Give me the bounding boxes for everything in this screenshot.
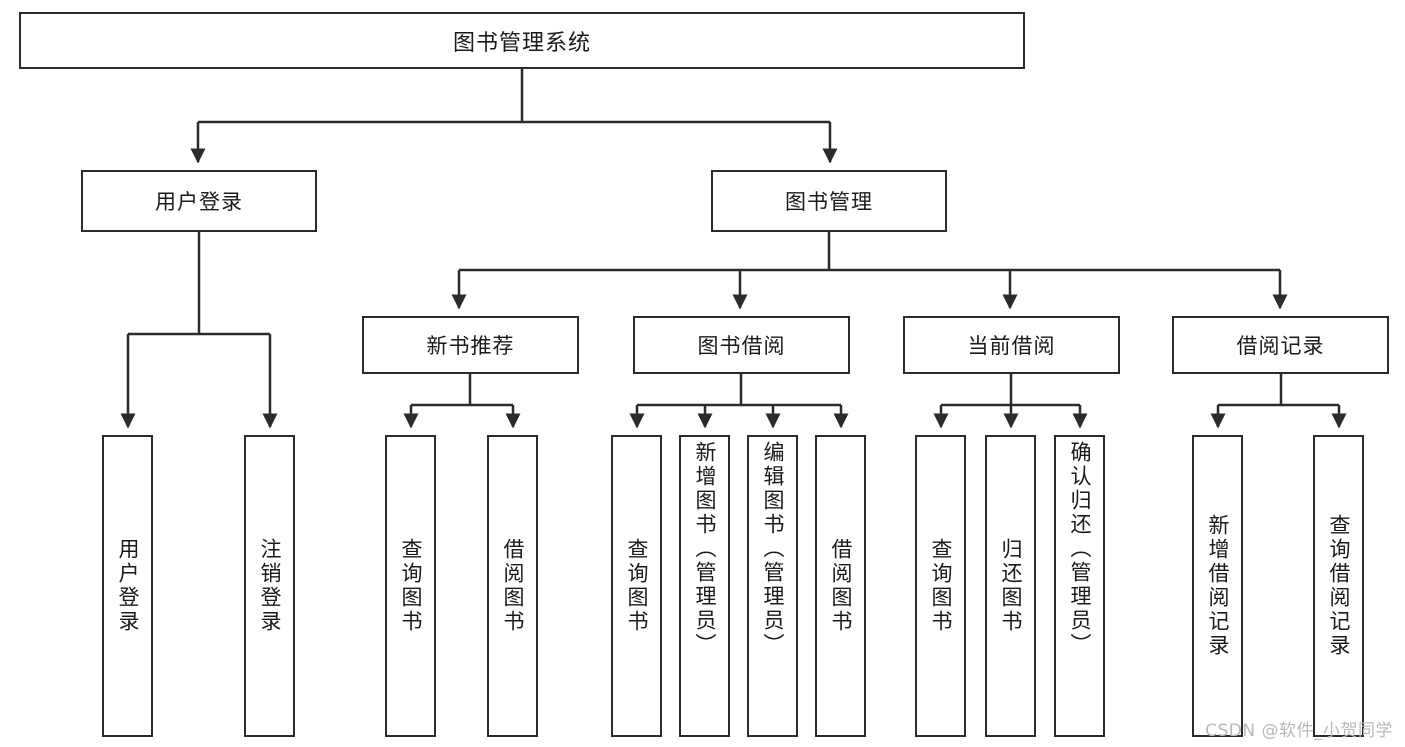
watermark: CSDN @软件_小贺同学 xyxy=(1205,721,1393,741)
node-user-login[interactable]: 用户登录 xyxy=(81,170,317,232)
leaf-add-borrow-record[interactable]: 新增借阅记录 xyxy=(1192,435,1243,737)
node-label: 查询借阅记录 xyxy=(1327,514,1351,658)
node-current-borrow[interactable]: 当前借阅 xyxy=(903,316,1120,374)
node-label: 查询图书 xyxy=(929,538,953,634)
node-label: 用户登录 xyxy=(116,538,140,634)
leaf-logout[interactable]: 注销登录 xyxy=(244,435,295,737)
node-label: 用户登录 xyxy=(155,190,243,214)
node-label: 图书借阅 xyxy=(697,334,786,358)
node-label: 借阅记录 xyxy=(1236,334,1325,358)
leaf-return-book[interactable]: 归还图书 xyxy=(985,435,1036,737)
leaf-user-login[interactable]: 用户登录 xyxy=(102,435,153,737)
leaf-query-book-recommend[interactable]: 查询图书 xyxy=(385,435,436,737)
node-book-borrow[interactable]: 图书借阅 xyxy=(633,316,850,374)
node-label: 借阅图书 xyxy=(829,538,853,634)
node-label: 新书推荐 xyxy=(426,334,515,358)
node-label: 借阅图书 xyxy=(501,538,525,634)
node-borrow-records[interactable]: 借阅记录 xyxy=(1172,316,1389,374)
node-label: 查询图书 xyxy=(625,538,649,634)
node-new-book-recommend[interactable]: 新书推荐 xyxy=(362,316,579,374)
node-book-management[interactable]: 图书管理 xyxy=(711,170,947,232)
leaf-confirm-return-admin[interactable]: 确认归还（管理员） xyxy=(1054,435,1105,737)
node-label: 编辑图书（管理员） xyxy=(761,441,785,657)
node-label: 查询图书 xyxy=(399,538,423,634)
node-root[interactable]: 图书管理系统 xyxy=(19,12,1025,69)
leaf-borrow-book-recommend[interactable]: 借阅图书 xyxy=(487,435,538,737)
leaf-query-book-current[interactable]: 查询图书 xyxy=(915,435,966,737)
leaf-query-borrow-record[interactable]: 查询借阅记录 xyxy=(1313,435,1364,737)
node-label: 新增借阅记录 xyxy=(1206,514,1230,658)
leaf-add-book-admin[interactable]: 新增图书（管理员） xyxy=(679,435,730,737)
leaf-query-book[interactable]: 查询图书 xyxy=(611,435,662,737)
node-label: 新增图书（管理员） xyxy=(693,441,717,657)
leaf-edit-book-admin[interactable]: 编辑图书（管理员） xyxy=(747,435,798,737)
node-label: 确认归还（管理员） xyxy=(1068,441,1092,657)
node-label: 图书管理 xyxy=(785,190,873,214)
leaf-borrow-book[interactable]: 借阅图书 xyxy=(815,435,866,737)
node-label: 当前借阅 xyxy=(967,334,1056,358)
node-label: 归还图书 xyxy=(999,538,1023,634)
node-label: 图书管理系统 xyxy=(452,30,591,56)
node-label: 注销登录 xyxy=(258,538,282,634)
